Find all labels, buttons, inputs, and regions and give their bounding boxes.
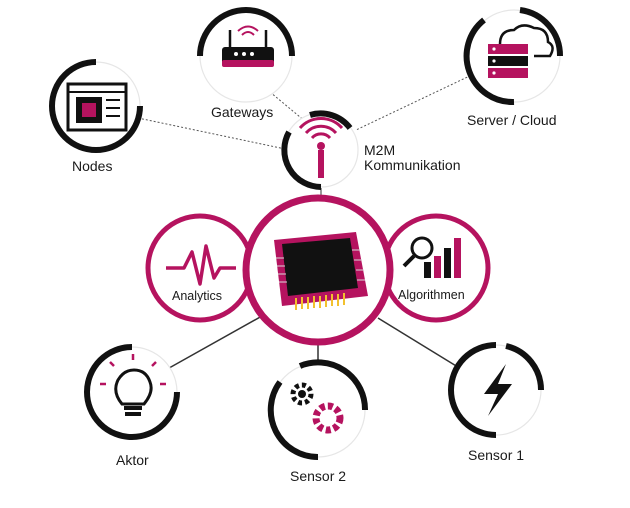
connector-server-m2m (355, 71, 479, 131)
label-m2m-line1: M2M (364, 142, 396, 158)
microcontroller-chip-icon (274, 232, 368, 310)
node-server-cloud (463, 7, 564, 106)
server-cloud-icon (488, 24, 554, 78)
node-sensor1 (447, 342, 545, 438)
label-sensor2: Sensor 2 (290, 468, 347, 484)
node-nodes-ring (49, 59, 143, 153)
node-analytics (145, 213, 255, 323)
node-sensor2-ring (267, 380, 319, 461)
node-algorithmen (381, 213, 491, 323)
node-m2m-ring-top (309, 110, 353, 130)
node-nodes (49, 59, 143, 153)
magnifier-bar-chart-icon (402, 236, 461, 278)
connectors (137, 71, 479, 373)
node-sensor2-ring-top (298, 359, 369, 411)
node-gateways-ring (197, 7, 295, 57)
gears-icon (290, 382, 344, 434)
node-aktor (84, 344, 180, 440)
chip-window-icon (66, 82, 128, 132)
light-bulb-icon (100, 354, 166, 416)
label-m2m-line2: Kommunikation (364, 157, 461, 173)
label-analytics: Analytics (172, 289, 223, 303)
lightning-icon (484, 364, 512, 416)
label-server-cloud: Server / Cloud (467, 112, 557, 128)
wireless-signal-icon (298, 117, 344, 178)
node-server-ring-top (519, 7, 564, 57)
node-sensor2 (267, 359, 369, 461)
node-analytics-disc (145, 213, 255, 323)
node-aktor-ring (84, 344, 180, 440)
node-sensor1-ring (447, 342, 497, 438)
connector-central-sensor1 (377, 317, 467, 373)
connector-gateways-m2m (269, 91, 307, 123)
router-icon (222, 25, 274, 67)
node-m2m-ring (281, 130, 322, 190)
node-server-ring (463, 17, 515, 106)
label-aktor: Aktor (116, 452, 149, 468)
node-m2m (281, 110, 359, 190)
node-sensor1-ring-right (505, 343, 545, 391)
pulse-wave-icon (166, 244, 236, 286)
label-nodes: Nodes (72, 158, 113, 174)
label-gateways: Gateways (211, 104, 274, 120)
label-algorithmen: Algorithmen (398, 288, 465, 302)
node-central (242, 194, 394, 346)
label-sensor1: Sensor 1 (468, 447, 525, 463)
connector-nodes-m2m (137, 117, 291, 151)
connector-central-aktor (161, 315, 263, 373)
node-gateways (197, 7, 295, 103)
